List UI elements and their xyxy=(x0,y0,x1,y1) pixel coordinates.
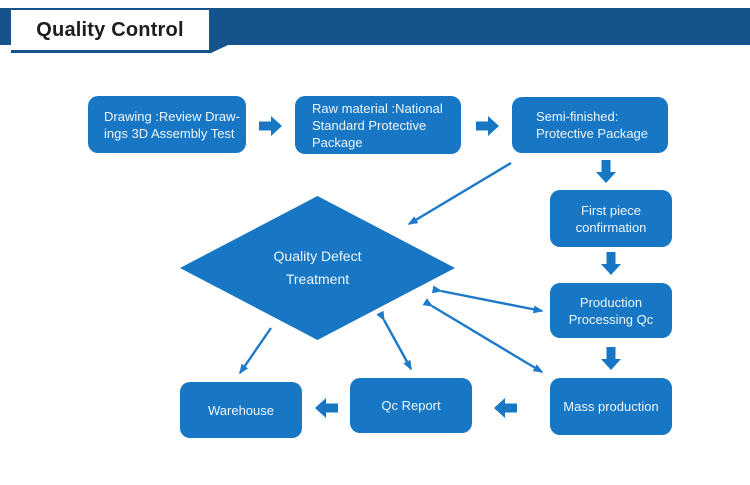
node-line: Raw material :National xyxy=(312,100,443,116)
flow-node-first-piece: First piece confirmation xyxy=(550,190,672,247)
block-arrow-left-mass-to-qcreport xyxy=(494,398,517,418)
connector-decision-qcreport-double xyxy=(376,310,413,371)
node-line: Standard Protective xyxy=(312,117,427,133)
connector-semi-to-decision xyxy=(407,161,512,226)
connector-decision-production-double xyxy=(431,285,544,314)
block-arrow-down-production-to-mass xyxy=(601,347,621,370)
node-line: confirmation xyxy=(575,219,647,235)
node-line: ings 3D Assembly Test xyxy=(104,125,235,141)
page-title-box: Quality Control xyxy=(11,10,211,53)
node-line: Qc Report xyxy=(381,398,441,413)
node-line: Quality Defect xyxy=(273,248,362,264)
node-line: Drawing :Review Draw- xyxy=(104,108,240,124)
node-line: Package xyxy=(312,134,363,150)
flow-node-semi-finished: Semi-finished: Protective Package xyxy=(512,97,668,153)
connector-decision-mass-double xyxy=(422,298,544,374)
block-arrow-down-semi-to-first xyxy=(596,160,616,183)
node-line: Mass production xyxy=(563,399,659,414)
block-arrow-right-raw-to-semi xyxy=(476,116,499,136)
block-arrow-down-first-to-production xyxy=(601,252,621,275)
flow-node-drawing: Drawing :Review Draw- ings 3D Assembly T… xyxy=(88,96,246,153)
flow-node-raw-material: Raw material :National Standard Protecti… xyxy=(295,96,461,154)
flow-node-mass-production: Mass production xyxy=(550,378,672,435)
block-arrow-left-qcreport-to-warehouse xyxy=(315,398,338,418)
block-arrow-right-drawing-to-raw xyxy=(259,116,282,136)
title-box-fold-triangle xyxy=(211,45,228,53)
node-line: Semi-finished: xyxy=(536,109,619,124)
node-line: Treatment xyxy=(285,271,350,287)
node-line: Production xyxy=(579,294,643,310)
node-line: Protective Package xyxy=(536,126,649,141)
node-line: Processing Qc xyxy=(568,311,654,327)
flow-node-production-qc: Production Processing Qc xyxy=(550,283,672,338)
flow-node-warehouse: Warehouse xyxy=(180,382,302,438)
page-title: Quality Control xyxy=(36,18,184,41)
flow-node-decision-quality-defect-treatment: Quality Defect Treatment xyxy=(180,196,455,340)
node-line: First piece xyxy=(581,202,641,218)
connector-decision-to-warehouse xyxy=(239,327,272,375)
flow-node-qc-report: Qc Report xyxy=(350,378,472,433)
node-line: Warehouse xyxy=(208,402,274,418)
